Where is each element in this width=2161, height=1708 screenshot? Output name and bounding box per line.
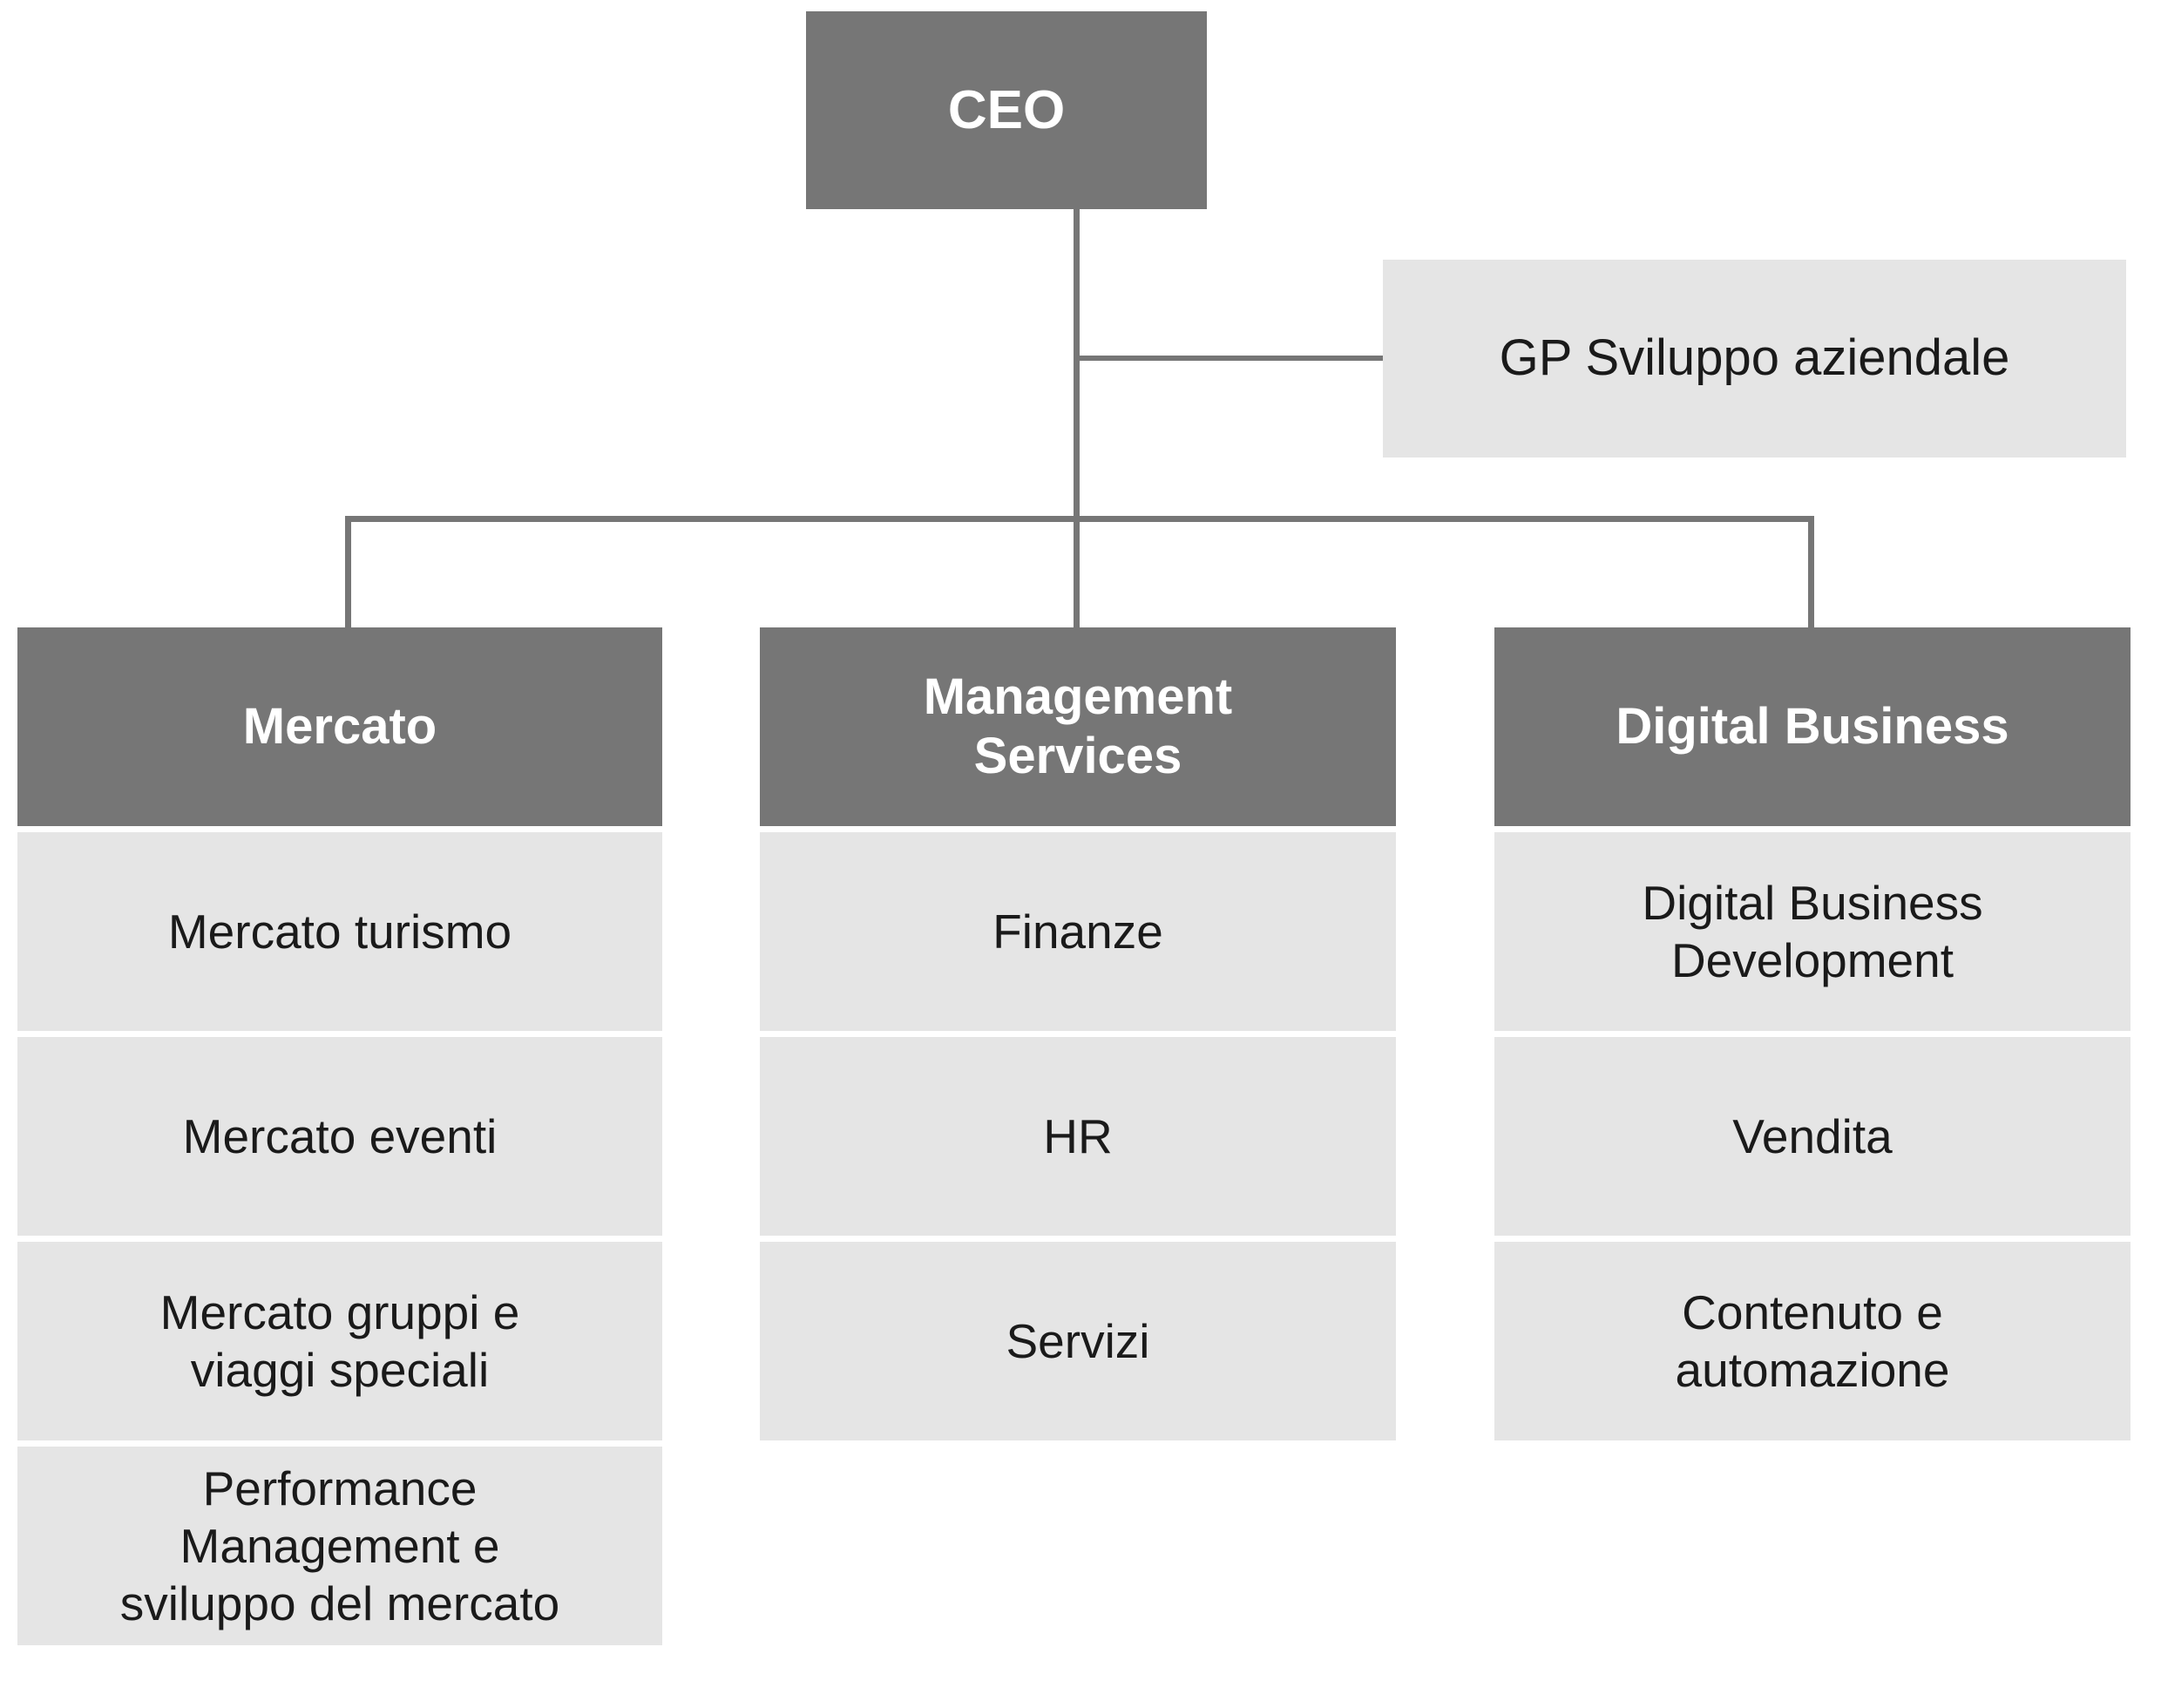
connector-ceo-trunk (1074, 209, 1080, 628)
node-ceo[interactable]: CEO (806, 11, 1207, 209)
list-item[interactable]: Vendita (1494, 1037, 2131, 1236)
list-item[interactable]: Contenuto e automazione (1494, 1242, 2131, 1440)
node-ceo-label: CEO (947, 79, 1066, 140)
item-contenuto-automazione-label: Contenuto e automazione (1675, 1285, 1950, 1397)
item-finanze-label: Finanze (992, 905, 1163, 959)
item-mercato-eventi-label: Mercato eventi (182, 1109, 498, 1163)
list-item[interactable]: Mercato gruppi e viaggi speciali (17, 1242, 662, 1440)
connector-horizontal-bus (345, 516, 1814, 522)
column-header-mercato-label: Mercato (242, 697, 437, 755)
column-header-digital-business-label: Digital Business (1616, 697, 2009, 755)
node-gp-label: GP Sviluppo aziendale (1499, 329, 2010, 387)
list-item[interactable]: Finanze (760, 832, 1396, 1031)
item-vendita-label: Vendita (1732, 1109, 1893, 1163)
column-mercato: Mercato Mercato turismo Mercato eventi M… (17, 627, 662, 1645)
item-performance-management-label: Performance Management e sviluppo del me… (119, 1461, 560, 1630)
connector-ceo-to-gp (1074, 356, 1384, 361)
node-gp-sviluppo-aziendale[interactable]: GP Sviluppo aziendale (1383, 260, 2126, 458)
item-hr-label: HR (1043, 1109, 1113, 1163)
column-management-services: Management Services Finanze HR Servizi (760, 627, 1396, 1440)
column-header-mercato[interactable]: Mercato (17, 627, 662, 826)
list-item[interactable]: HR (760, 1037, 1396, 1236)
list-item[interactable]: Servizi (760, 1242, 1396, 1440)
item-servizi-label: Servizi (1006, 1314, 1150, 1368)
item-mercato-turismo-label: Mercato turismo (167, 905, 512, 959)
column-header-management-services[interactable]: Management Services (760, 627, 1396, 826)
list-item[interactable]: Digital Business Development (1494, 832, 2131, 1031)
item-digital-business-development-label: Digital Business Development (1642, 876, 1983, 987)
list-item[interactable]: Performance Management e sviluppo del me… (17, 1447, 662, 1645)
connector-drop-digital (1808, 516, 1814, 628)
column-header-management-services-label: Management Services (923, 668, 1233, 784)
column-digital-business: Digital Business Digital Business Develo… (1494, 627, 2131, 1440)
column-header-digital-business[interactable]: Digital Business (1494, 627, 2131, 826)
list-item[interactable]: Mercato turismo (17, 832, 662, 1031)
connector-drop-mercato (345, 516, 351, 628)
list-item[interactable]: Mercato eventi (17, 1037, 662, 1236)
item-mercato-gruppi-label: Mercato gruppi e viaggi speciali (159, 1285, 520, 1397)
